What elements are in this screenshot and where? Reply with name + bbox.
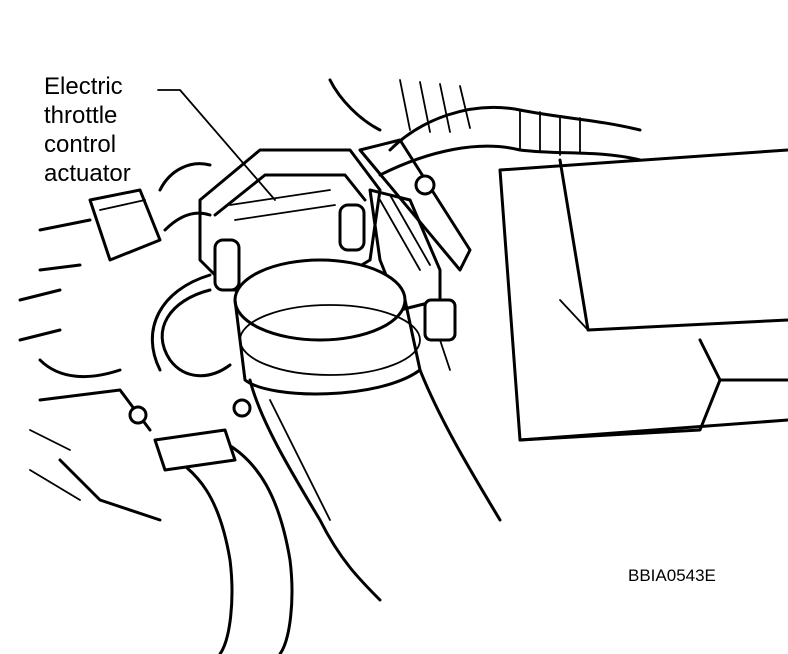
left-connector-block (88, 162, 212, 262)
callout-line-1: Electric (44, 73, 123, 100)
callout-line-2: throttle (44, 102, 118, 129)
left-hose-loop (150, 273, 232, 378)
callout-leader (157, 89, 276, 201)
callout-line-4: actuator (44, 160, 131, 187)
callout-label: Electric throttle control actuator (44, 72, 131, 188)
connector-clamp (423, 298, 457, 371)
intake-boot (233, 258, 502, 602)
actuator-housing (358, 138, 472, 312)
air-duct-housing (498, 148, 788, 442)
figure-code: BBIA0543E (628, 566, 716, 585)
left-frame (18, 218, 252, 522)
upper-hoses (328, 78, 642, 177)
throttle-body (198, 148, 382, 292)
lower-hose (153, 428, 294, 654)
callout-line-3: control (44, 131, 117, 158)
